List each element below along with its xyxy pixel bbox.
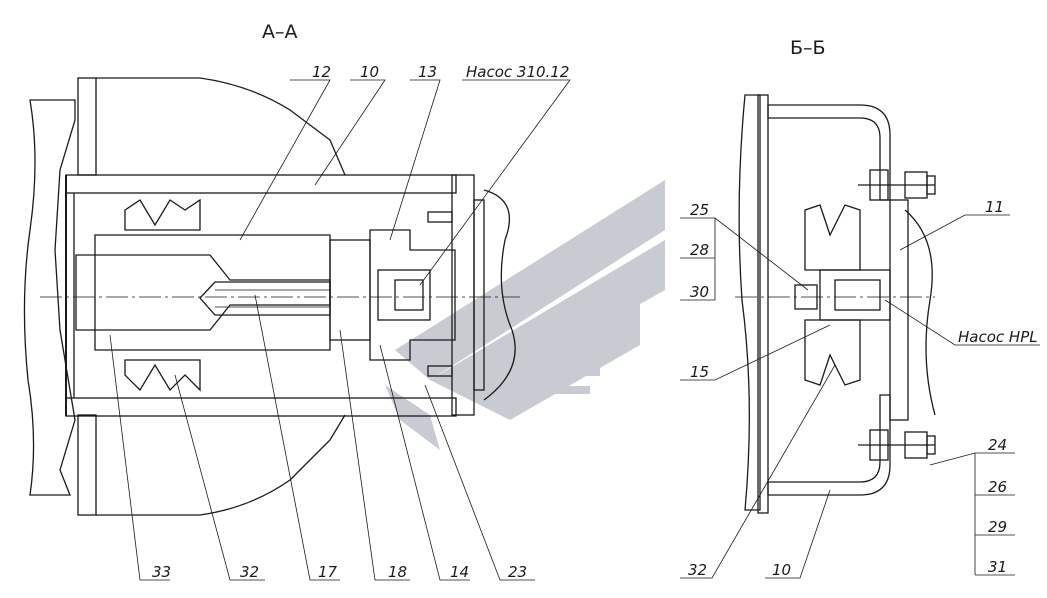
label-13: 13 — [418, 63, 437, 81]
label-28: 28 — [690, 241, 709, 259]
label-11: 11 — [985, 198, 1004, 216]
section-bb — [735, 94, 936, 514]
label-32-aa: 32 — [240, 563, 259, 581]
section-aa — [23, 77, 520, 516]
label-33: 33 — [152, 563, 171, 581]
bracket-upper — [77, 77, 97, 176]
bracket-bottom-contour — [96, 414, 346, 516]
section-aa-title: А–А — [262, 21, 298, 43]
label-10-bb: 10 — [772, 561, 791, 579]
label-26: 26 — [988, 478, 1007, 496]
coupling-18 — [329, 239, 371, 341]
plate-11 — [889, 199, 909, 421]
shaft-33 — [94, 234, 331, 351]
bracket-10-bottom — [767, 394, 891, 496]
label-31: 31 — [988, 558, 1007, 576]
plate-left — [738, 94, 761, 511]
label-18: 18 — [388, 563, 407, 581]
label-25: 25 — [690, 201, 709, 219]
pump-break — [483, 189, 516, 401]
housing-tube-top — [65, 174, 457, 194]
bolt-bottom — [858, 429, 936, 461]
label-30: 30 — [690, 283, 709, 301]
label-pump-hpl: Насос HPL — [958, 328, 1038, 346]
label-12: 12 — [312, 63, 331, 81]
label-17: 17 — [318, 563, 338, 581]
label-pump-310: Насос 310.12 — [466, 63, 569, 81]
section-bb-title: Б–Б — [790, 37, 826, 59]
screw-17 — [199, 281, 331, 316]
hub-15 — [819, 269, 891, 321]
pulley-bb — [804, 204, 861, 386]
label-23: 23 — [508, 563, 527, 581]
pulley-32 — [124, 198, 201, 392]
bracket-10-top — [767, 104, 891, 201]
frame-break-left — [23, 99, 76, 496]
label-24: 24 — [988, 436, 1007, 454]
label-10-aa: 10 — [360, 63, 379, 81]
watermark-logo — [385, 180, 665, 450]
bracket-lower — [77, 414, 97, 516]
bracket-top-contour — [96, 77, 346, 176]
label-32-bb: 32 — [688, 561, 707, 579]
leaders-aa — [109, 79, 571, 581]
leaders-bb — [680, 214, 1040, 579]
label-15: 15 — [690, 363, 709, 381]
pump-break-bb — [904, 209, 936, 416]
coupling-13 — [369, 229, 456, 361]
label-29: 29 — [988, 518, 1007, 536]
bolt-top — [858, 169, 936, 201]
label-14: 14 — [450, 563, 469, 581]
